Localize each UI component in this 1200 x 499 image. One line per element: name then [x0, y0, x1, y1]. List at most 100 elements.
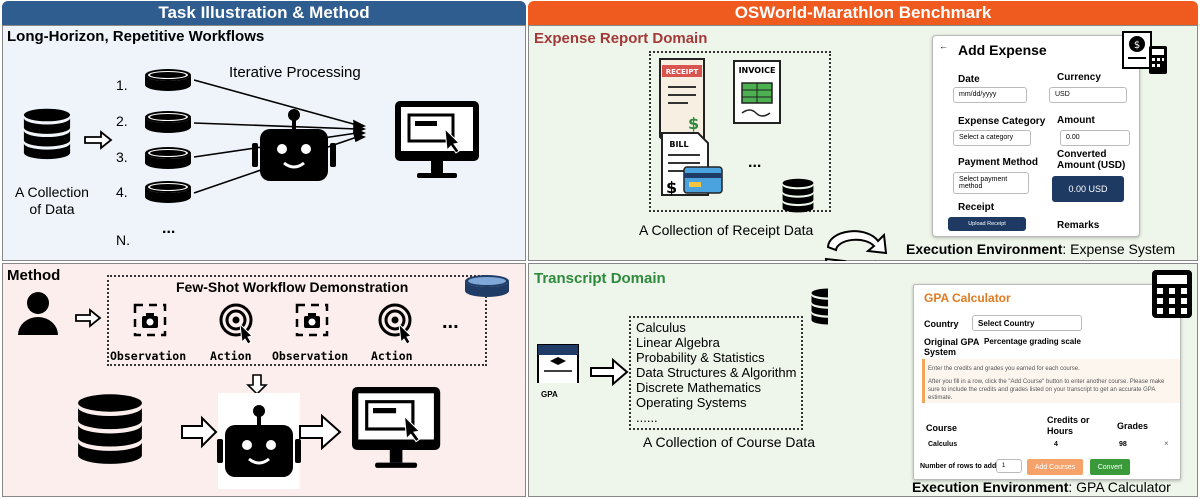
receipt-collection-label: A Collection of Receipt Data [639, 222, 814, 238]
task-num-3: 3. [116, 149, 128, 165]
action-icon-1 [219, 303, 254, 346]
currency-select[interactable]: USD [1049, 87, 1127, 103]
receipt-text: RECEIPT [666, 68, 699, 76]
method-monitor-icon [350, 385, 442, 470]
back-icon[interactable]: ← [939, 41, 948, 51]
payment-label: Payment Method [958, 157, 1039, 168]
currency-label: Currency [1057, 72, 1101, 83]
data-collection-icon [23, 108, 71, 160]
amount-input[interactable]: 0.00 [1060, 130, 1130, 146]
upload-receipt-button[interactable]: Upload Receipt [948, 217, 1026, 231]
monitor-icon [393, 99, 481, 180]
bill-text: BILL [669, 140, 688, 149]
person-icon [18, 292, 58, 335]
receipt-icon: $ [659, 58, 705, 144]
course-item: Linear Algebra [636, 335, 720, 350]
step-label-2: Action [210, 349, 252, 363]
row-grade[interactable]: 98 [1119, 441, 1127, 448]
gpa-doc-text: GPA [541, 390, 558, 399]
course-collection-label: A Collection of Course Data [643, 434, 815, 450]
iterative-label: Iterative Processing [229, 64, 361, 81]
col-grades: Grades [1117, 421, 1149, 431]
robot-icon [250, 107, 338, 183]
gpa-env-label: Execution Environment: GPA Calculator [912, 479, 1171, 495]
gpa-document-icon [537, 344, 579, 383]
payment-select[interactable]: Select payment method [953, 172, 1029, 194]
disk-1-icon [145, 69, 191, 91]
transcript-title: Transcript Domain [534, 270, 666, 287]
cycle-arrows-icon [824, 230, 888, 261]
task-dots: ... [162, 220, 176, 237]
observation-icon-1 [133, 303, 167, 337]
big-database-icon [78, 394, 142, 464]
category-select[interactable]: Select a category [953, 130, 1031, 146]
method-dots: ... [442, 311, 459, 333]
expense-illustration: $ RECEIPT INVOICE $ BILL [659, 58, 888, 261]
task-num-n: N. [116, 232, 130, 248]
expense-env-label: Execution Environment: Expense System [906, 241, 1175, 257]
collection-line-1: A Collection [15, 184, 89, 200]
receipt-label: Receipt [958, 202, 995, 213]
gpa-env-rest: : GPA Calculator [1068, 479, 1171, 495]
rows-to-add-input[interactable]: 1 [996, 459, 1022, 473]
method-illustration [18, 275, 509, 489]
disk-4-icon [145, 181, 191, 203]
course-item: Probability & Statistics [636, 350, 765, 365]
step-label-3: Observation [272, 349, 349, 363]
task-title: Long-Horizon, Repetitive Workflows [7, 28, 265, 45]
course-database-icon [811, 288, 828, 325]
hollow-arrow-icon [299, 413, 342, 451]
task-illustration [23, 69, 481, 203]
add-courses-button[interactable]: Add Courses [1027, 459, 1083, 475]
course-item: Data Structures & Algorithm [636, 365, 797, 380]
left-header: Task Illustration & Method [2, 1, 526, 25]
task-num-2: 2. [116, 113, 128, 129]
info-text-1: Enter the credits and grades you earned … [928, 366, 1080, 372]
method-title: Method [7, 267, 61, 284]
row-credits[interactable]: 4 [1054, 441, 1058, 448]
row-course[interactable]: Calculus [928, 441, 958, 448]
converted-label: Converted Amount (USD) [1057, 149, 1126, 171]
original-gpa-value[interactable]: Percentage grading scale [984, 337, 1081, 346]
col-course: Course [926, 423, 958, 433]
gpa-arrow-icon [590, 358, 629, 387]
converted-value: 0.00 USD [1052, 176, 1124, 202]
expense-title: Expense Report Domain [534, 30, 708, 47]
hollow-arrow-icon [84, 130, 113, 150]
expense-env-bold: Execution Environment [906, 241, 1063, 257]
date-input[interactable]: mm/dd/yyyy [953, 87, 1027, 103]
task-num-4: 4. [116, 184, 128, 200]
invoice-icon [733, 60, 781, 124]
country-select[interactable]: Select Country [972, 315, 1082, 331]
info-box [922, 359, 1180, 403]
gpa-env-bold: Execution Environment [912, 479, 1069, 495]
course-item: ...... [636, 410, 658, 425]
hollow-arrow-icon [181, 415, 218, 449]
amount-label: Amount [1057, 115, 1095, 126]
gpa-calculator-card: GPA Calculator Country Select Country Or… [913, 284, 1181, 480]
remove-row-icon[interactable]: × [1164, 439, 1169, 448]
convert-button[interactable]: Convert [1090, 459, 1130, 475]
transcript-illustration [537, 288, 828, 383]
demo-box [107, 275, 487, 366]
course-item: Operating Systems [636, 395, 747, 410]
blue-disk-icon [465, 275, 509, 297]
receipt-database-icon [782, 178, 814, 213]
course-item: Discrete Mathematics [636, 380, 761, 395]
date-label: Date [958, 74, 980, 85]
disk-3-icon [145, 147, 191, 169]
remarks-label: Remarks [1057, 220, 1100, 231]
demo-title: Few-Shot Workflow Demonstration [176, 279, 409, 295]
step-label-4: Action [371, 349, 413, 363]
rows-to-add-label: Number of rows to add [920, 463, 997, 470]
country-label: Country [924, 319, 959, 329]
action-icon-2 [378, 303, 413, 346]
observation-icon-2 [295, 303, 329, 337]
right-header: OSWorld-Marathlon Benchmark [528, 1, 1198, 25]
svg-text:$: $ [666, 178, 677, 197]
collection-line-2: of Data [29, 201, 75, 217]
info-text-2: After you fill in a row, click the "Add … [928, 379, 1165, 401]
receipt-box [649, 51, 831, 212]
invoice-text: INVOICE [739, 66, 776, 75]
step-label-1: Observation [110, 349, 187, 363]
